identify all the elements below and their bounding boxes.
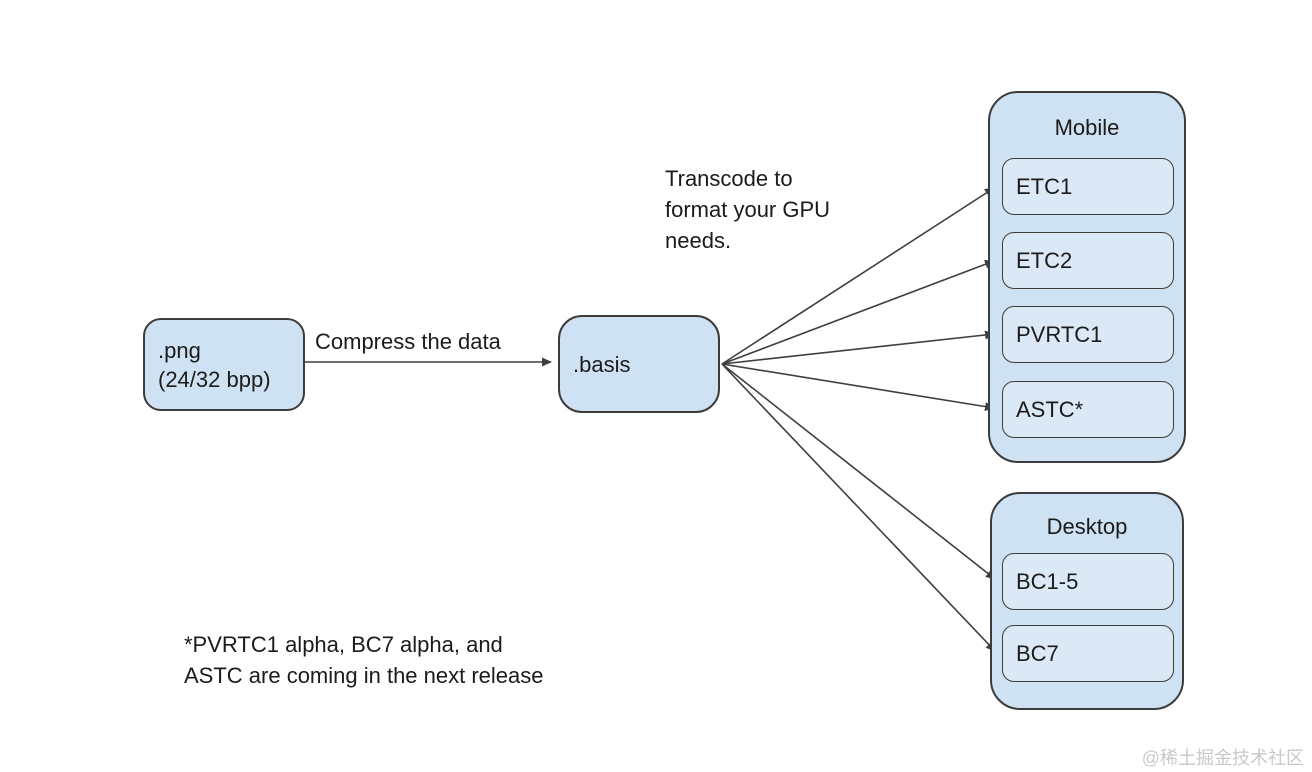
mobile-group-title: Mobile: [1054, 115, 1120, 140]
watermark-text: @稀土掘金技术社区: [1141, 748, 1304, 768]
desktop-group: Desktop BC1-5 BC7: [990, 492, 1184, 710]
mobile-group: Mobile ETC1 ETC2 PVRTC1 ASTC*: [988, 91, 1186, 463]
png-node: .png (24/32 bpp): [143, 318, 305, 411]
footnote-line2: ASTC are coming in the next release: [184, 663, 544, 688]
arrow-basis-astc: [721, 363, 995, 412]
arrow-basis-pvrtc1: [721, 330, 995, 365]
format-box-pvrtc1: PVRTC1: [1002, 306, 1174, 363]
format-box-bc7: BC7: [1002, 625, 1174, 682]
arrow-basis-bc15: [721, 363, 996, 580]
transcode-note-line1: Transcode to: [665, 166, 793, 191]
png-node-label-line2: (24/32 bpp): [158, 366, 271, 392]
footnote: *PVRTC1 alpha, BC7 alpha, and ASTC are c…: [184, 629, 544, 691]
format-box-etc2: ETC2: [1002, 232, 1174, 289]
footnote-line1: *PVRTC1 alpha, BC7 alpha, and: [184, 632, 503, 657]
compress-label: Compress the data: [315, 329, 501, 354]
transcode-note-line3: needs.: [665, 228, 732, 253]
basis-node-label: .basis: [573, 351, 631, 377]
format-box-astc: ASTC*: [1002, 381, 1174, 438]
transcode-note-line2: format your GPU: [665, 197, 831, 222]
format-box-etc1: ETC1: [1002, 158, 1174, 215]
format-box-bc1-5: BC1-5: [1002, 553, 1174, 610]
basis-node: .basis: [558, 315, 720, 413]
arrow-basis-bc7: [721, 363, 996, 652]
png-node-label-line1: .png: [158, 337, 201, 363]
desktop-group-title: Desktop: [1046, 514, 1128, 539]
transcode-note: Transcode to format your GPU needs.: [665, 163, 830, 256]
arrow-basis-etc2: [721, 259, 995, 365]
